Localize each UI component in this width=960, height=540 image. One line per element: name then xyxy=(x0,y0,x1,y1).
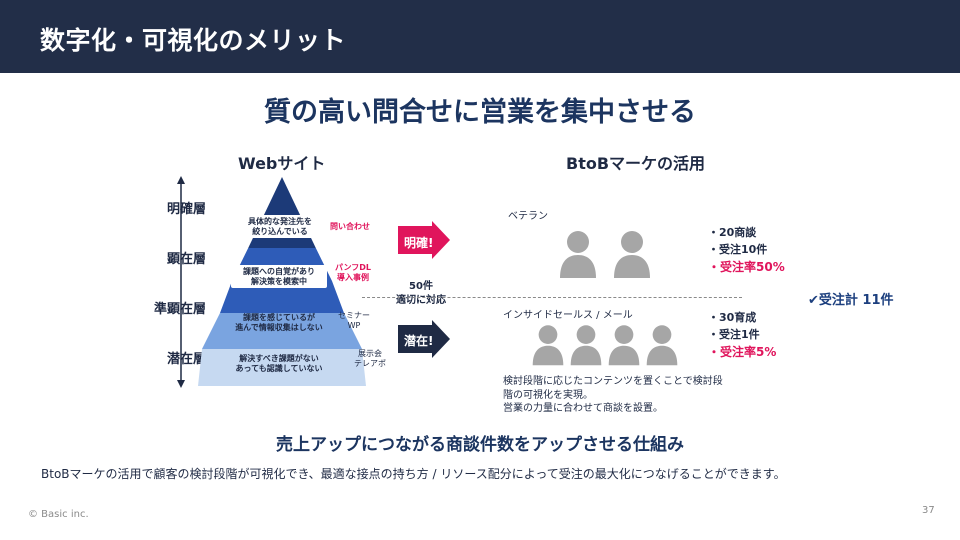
copyright: © Basic inc. xyxy=(28,509,89,520)
total-orders: ✔受注計 11件 xyxy=(808,293,894,308)
channel-seminar: セミナー WP xyxy=(338,311,370,331)
person-icon xyxy=(570,325,602,366)
inside-sales-stats: ・30育成 ・受注1件 ・受注率5% xyxy=(708,309,776,362)
inside-sales-orders: ・受注1件 xyxy=(708,328,760,342)
person-icon xyxy=(614,231,650,278)
right-arrow-icon xyxy=(398,221,450,259)
up-down-arrow-icon xyxy=(177,176,185,388)
inside-sales-win-rate: ・受注率5% xyxy=(708,345,777,360)
btob-marketing-title: BtoBマーケの活用 xyxy=(566,154,706,173)
veteran-deals: ・20商談 xyxy=(708,226,757,239)
visualization-note: 検討段階に応じたコンテンツを置くことで検討段 階の可視化を実現。 営業の力量に合… xyxy=(503,376,723,414)
person-icon xyxy=(608,325,640,366)
website-title: Webサイト xyxy=(238,154,326,173)
pyramid-box-explicit: 具体的な発注先を 絞り込んでいる xyxy=(237,215,323,238)
layer-label-latent: 潜在層 xyxy=(166,352,206,367)
channel-exhibition: 展示会 テレアポ xyxy=(354,349,386,369)
page-number: 37 xyxy=(922,505,935,516)
slide-title: 数字化・可視化のメリット xyxy=(40,26,347,55)
summary-text: BtoBマーケの活用で顧客の検討段階が可視化でき、最適な接点の持ち方 / リソー… xyxy=(41,467,786,481)
segment-label-veteran: ベテラン xyxy=(508,211,548,222)
arrow-label-latent: 潜在! xyxy=(404,334,434,348)
dashed-divider xyxy=(362,297,742,298)
pyramid-box-latent: 解決すべき課題がない あっても認識していない xyxy=(235,354,323,373)
headline: 質の高い問合せに営業を集中させる xyxy=(264,97,696,128)
nurture-count: ・30育成 xyxy=(708,311,757,324)
person-icon xyxy=(560,231,596,278)
layer-label-manifest: 顕在層 xyxy=(166,252,206,267)
segment-label-inside-sales: インサイドセールス / メール xyxy=(503,310,633,321)
veteran-orders: ・受注10件 xyxy=(708,243,768,257)
pyramid-box-semi-manifest: 課題を感じているが 進んで情報収集はしない xyxy=(235,313,323,332)
veteran-win-rate: ・受注率50% xyxy=(708,260,785,275)
layer-label-semi-manifest: 準顕在層 xyxy=(153,302,206,317)
header-bar: 数字化・可視化のメリット xyxy=(0,0,960,73)
mechanism-subheading: 売上アップにつながる商談件数をアップさせる仕組み xyxy=(276,435,684,455)
person-icon xyxy=(532,325,564,366)
layer-label-explicit: 明確層 xyxy=(166,202,206,217)
right-arrow-icon xyxy=(398,320,450,358)
channel-brochure: パンフDL 導入事例 xyxy=(335,263,371,283)
person-icon xyxy=(646,325,678,366)
arrow-label-explicit: 明確! xyxy=(404,236,434,250)
veteran-stats: ・20商談 ・受注10件 ・受注率50% xyxy=(708,224,785,277)
channel-inquiry: 問い合わせ xyxy=(330,222,370,231)
pyramid-box-manifest: 課題への自覚があり 解決策を模索中 xyxy=(231,265,327,288)
lead-count: 50件 適切に対応 xyxy=(396,281,446,306)
